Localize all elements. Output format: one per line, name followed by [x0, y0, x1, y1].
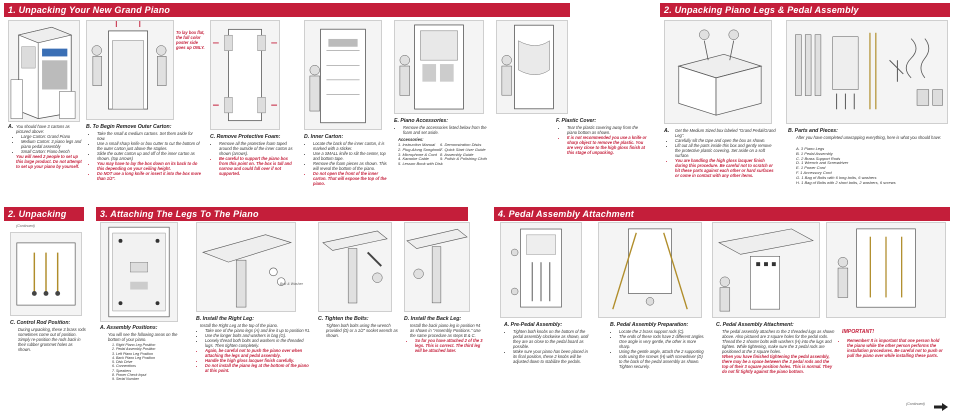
step-1d-label: D. Inner Carton:	[304, 134, 344, 140]
step-1e-label: E. Piano Accessories:	[394, 118, 449, 124]
piano-carton-illustration	[8, 20, 80, 122]
continued-next-note: (Continued)	[906, 402, 925, 406]
step-1b-text: Take the small & medium cartons. Set the…	[92, 131, 202, 181]
control-rod-illustration	[10, 232, 82, 316]
medium-box-illustration	[664, 20, 772, 124]
step-1a-text: You should have 3 cartons as pictured ab…	[16, 124, 82, 169]
carton-item: Medium Carton: 3 piano legs and piano pe…	[21, 139, 82, 149]
step-4b-label: B. Pedal Assembly Preparation:	[610, 322, 689, 328]
remove-foam-illustration	[210, 20, 280, 130]
step-2b-label: B. Parts and Pieces:	[788, 128, 838, 134]
step-3a-label: A. Assembly Positions:	[100, 325, 158, 331]
step-4c-label: C. Pedal Assembly Attachment:	[716, 322, 794, 328]
step-4c-text: The pedal assembly attaches to the 2 thr…	[722, 329, 835, 374]
part-item: H. 1 Bag of Bolts with 2 short bolts, 2 …	[796, 179, 896, 185]
step-3d-label: D. Install the Back Leg:	[404, 316, 462, 322]
pedal-closeup-illustration	[826, 222, 946, 318]
inner-carton-illustration	[304, 20, 382, 130]
step-3b-text: Install the Right Leg at the top of the …	[200, 323, 312, 373]
accessories-illustration	[394, 20, 484, 114]
step-2c-text: During unpacking, these 3 brass rods som…	[18, 327, 86, 352]
carton-item: Small Carton: Piano bench	[21, 149, 82, 154]
part-item: E. 1 Power Cord	[796, 165, 826, 171]
pre-pedal-assembly-illustration	[500, 222, 582, 318]
part-item: B. 1 Pedal Assembly	[796, 150, 833, 156]
important-title: IMPORTANT!	[842, 329, 875, 335]
step-4a-label: A. Pre-Pedal Assembly:	[504, 322, 563, 328]
step-2a-label: A.	[664, 128, 670, 134]
step-3d-text: Install the back piano leg in position #…	[410, 323, 484, 353]
section-4-header: 4. Pedal Assembly Attachment	[494, 207, 950, 221]
section-1-header: 1. Unpacking Your New Grand Piano	[4, 3, 570, 17]
step-1f-text: Tear the plastic covering away from the …	[562, 125, 648, 155]
step-3a-intro: You will see the following areas on the …	[108, 332, 178, 342]
plastic-cover-illustration	[496, 20, 568, 114]
step-1a-label: A.	[8, 124, 14, 130]
section-2-header: 2. Unpacking Piano Legs & Pedal Assembly	[660, 3, 950, 17]
part-item: F. 1 Accessory Cord	[796, 169, 832, 175]
install-back-leg-illustration	[404, 222, 470, 312]
bolt-washer-label: Bolt & Washer	[280, 282, 303, 286]
step-2a-text: Get the Medium Sized box labeled "Grand …	[670, 128, 778, 178]
section-2-continued-header: 2. Unpacking	[4, 207, 84, 221]
assembly-positions-illustration	[100, 222, 178, 322]
tighten-bolts-illustration	[318, 222, 392, 312]
carton-icon	[10, 26, 76, 120]
tape-note: To lay box flat, the full color poster s…	[176, 30, 205, 50]
pedal-preparation-illustration	[598, 222, 702, 318]
parts-illustration	[786, 20, 948, 124]
step-3c-text: Tighten both bolts using the wrench prov…	[326, 323, 398, 338]
part-item: D. 1 Wrench and Screwdriver	[796, 160, 849, 166]
step-1f-label: F. Plastic Cover:	[556, 118, 597, 124]
parts-list: A. 3 Piano Legs B. 1 Pedal Assembly C. 2…	[796, 146, 896, 185]
part-item: C. 2 Brass Support Rods	[796, 155, 841, 161]
part-item: A. 3 Piano Legs	[796, 146, 825, 151]
step-1d-text: Locate the back of the inner carton, it …	[308, 141, 388, 186]
remove-outer-carton-illustration	[86, 20, 174, 120]
important-text: Remember! It is important that one perso…	[842, 338, 946, 358]
install-right-leg-illustration	[196, 222, 296, 312]
part-item: G. 1 Bag of Bolts with 6 long bolts, 6 w…	[796, 174, 877, 180]
arrow-right-icon	[934, 403, 948, 411]
step-4b-text: Locate the 2 brass support rods (C).The …	[614, 329, 706, 369]
step-1b-label: B. To Begin Remove Outer Carton:	[86, 124, 172, 130]
pedal-attachment-illustration	[712, 222, 820, 318]
step-3b-label: B. Install the Right Leg:	[196, 316, 254, 322]
step-1e-text: Remove the accessories listed below from…	[398, 125, 494, 142]
step-2b-text: After you have completed unwrapping ever…	[796, 135, 942, 140]
step-1c-label: C. Remove Protective Foam:	[210, 134, 281, 140]
continued-note: (Continued)	[16, 224, 35, 228]
step-1c-text: Remove all the protective foam taped aro…	[214, 141, 298, 176]
section-3-header: 3. Attaching The Legs To The Piano	[96, 207, 468, 221]
step-1a-warning: You will need 2 people to set up this la…	[16, 154, 82, 169]
carton-item: Large Carton: Grand Piano	[21, 134, 82, 139]
step-2c-label: C. Control Rod Position:	[10, 320, 71, 326]
step-3c-label: C. Tighten the Bolts:	[318, 316, 369, 322]
step-4a-text: Tighten both knobs on the bottom of the …	[508, 329, 592, 364]
